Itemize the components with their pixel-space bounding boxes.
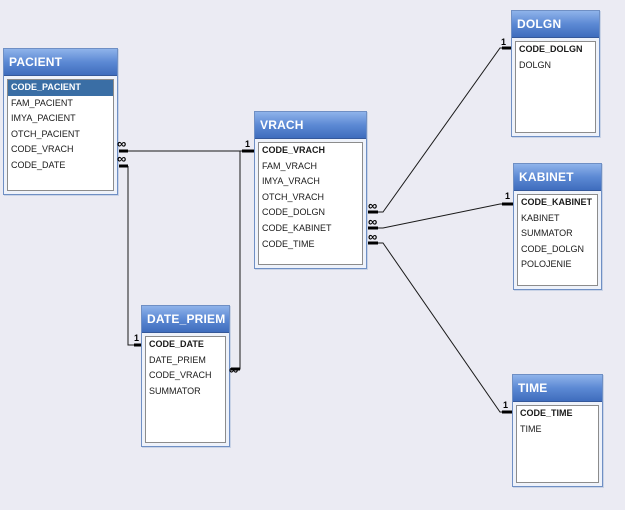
cardinality-one-label: 1 [505, 191, 511, 201]
field-code-vrach[interactable]: CODE_VRACH [262, 145, 326, 155]
table-title[interactable]: TIME [513, 375, 602, 402]
field-kabinet[interactable]: KABINET [521, 212, 560, 223]
field-code-kabinet[interactable]: CODE_KABINET [262, 222, 332, 233]
relation-vrach-date-priem [236, 150, 246, 370]
table-date-priem[interactable]: DATE_PRIEM CODE_DATE DATE_PRIEM CODE_VRA… [141, 305, 230, 447]
field-fam-vrach[interactable]: FAM_VRACH [262, 160, 318, 171]
relation-vrach-kabinet [372, 203, 508, 229]
field-fam-pacient[interactable]: FAM_PACIENT [11, 97, 73, 108]
field-otch-vrach[interactable]: OTCH_VRACH [262, 191, 325, 202]
cardinality-one-label: 1 [501, 37, 507, 47]
field-summator[interactable]: SUMMATOR [149, 385, 201, 396]
table-time[interactable]: TIME CODE_TIME TIME [512, 374, 603, 487]
table-title[interactable]: KABINET [514, 164, 601, 191]
field-date-priem[interactable]: DATE_PRIEM [149, 354, 206, 365]
field-summator[interactable]: SUMMATOR [521, 228, 573, 239]
field-list[interactable]: CODE_KABINET KABINET SUMMATOR CODE_DOLGN… [517, 194, 598, 286]
field-dolgn[interactable]: DOLGN [519, 59, 552, 70]
field-time[interactable]: TIME [520, 423, 542, 434]
field-code-date[interactable]: CODE_DATE [149, 339, 204, 349]
cardinality-many-label: ∞ [368, 198, 377, 213]
cardinality-one-label: 1 [245, 139, 251, 149]
table-title[interactable]: VRACH [255, 112, 366, 139]
table-vrach[interactable]: VRACH CODE_VRACH FAM_VRACH IMYA_VRACH OT… [254, 111, 367, 269]
field-code-dolgn[interactable]: CODE_DOLGN [521, 243, 585, 254]
field-code-time[interactable]: CODE_TIME [520, 408, 573, 418]
field-list[interactable]: CODE_VRACH FAM_VRACH IMYA_VRACH OTCH_VRA… [258, 142, 363, 265]
field-imya-pacient[interactable]: IMYA_PACIENT [11, 113, 76, 124]
field-code-time[interactable]: CODE_TIME [262, 238, 315, 249]
table-title[interactable]: PACIENT [4, 49, 117, 76]
field-code-dolgn[interactable]: CODE_DOLGN [262, 207, 326, 218]
cardinality-many-label: ∞ [368, 229, 377, 244]
field-code-dolgn[interactable]: CODE_DOLGN [519, 44, 583, 54]
field-list[interactable]: CODE_PACIENT FAM_PACIENT IMYA_PACIENT OT… [7, 79, 114, 191]
relation-vrach-dolgn [372, 47, 508, 213]
table-title[interactable]: DOLGN [512, 11, 599, 38]
relation-vrach-time [372, 242, 508, 413]
cardinality-many-label: ∞ [229, 362, 238, 377]
field-polojenie[interactable]: POLOJENIE [521, 259, 572, 270]
field-code-date[interactable]: CODE_DATE [11, 159, 66, 170]
field-imya-vrach[interactable]: IMYA_VRACH [262, 176, 320, 187]
field-list[interactable]: CODE_TIME TIME [516, 405, 599, 483]
table-title[interactable]: DATE_PRIEM [142, 306, 229, 333]
field-list[interactable]: CODE_DATE DATE_PRIEM CODE_VRACH SUMMATOR [145, 336, 226, 443]
field-code-vrach[interactable]: CODE_VRACH [149, 370, 212, 381]
cardinality-many-label: ∞ [368, 214, 377, 229]
table-pacient[interactable]: PACIENT CODE_PACIENT FAM_PACIENT IMYA_PA… [3, 48, 118, 195]
table-dolgn[interactable]: DOLGN CODE_DOLGN DOLGN [511, 10, 600, 137]
table-kabinet[interactable]: KABINET CODE_KABINET KABINET SUMMATOR CO… [513, 163, 602, 290]
field-code-vrach[interactable]: CODE_VRACH [11, 144, 74, 155]
cardinality-many-label: ∞ [117, 151, 126, 166]
field-code-pacient[interactable]: CODE_PACIENT [8, 80, 113, 96]
cardinality-many-label: ∞ [117, 136, 126, 151]
cardinality-one-label: 1 [503, 400, 509, 410]
field-list[interactable]: CODE_DOLGN DOLGN [515, 41, 596, 133]
field-otch-pacient[interactable]: OTCH_PACIENT [11, 128, 80, 139]
relation-pacient-date-priem [127, 166, 134, 346]
field-code-kabinet[interactable]: CODE_KABINET [521, 197, 593, 207]
cardinality-one-label: 1 [134, 333, 140, 343]
